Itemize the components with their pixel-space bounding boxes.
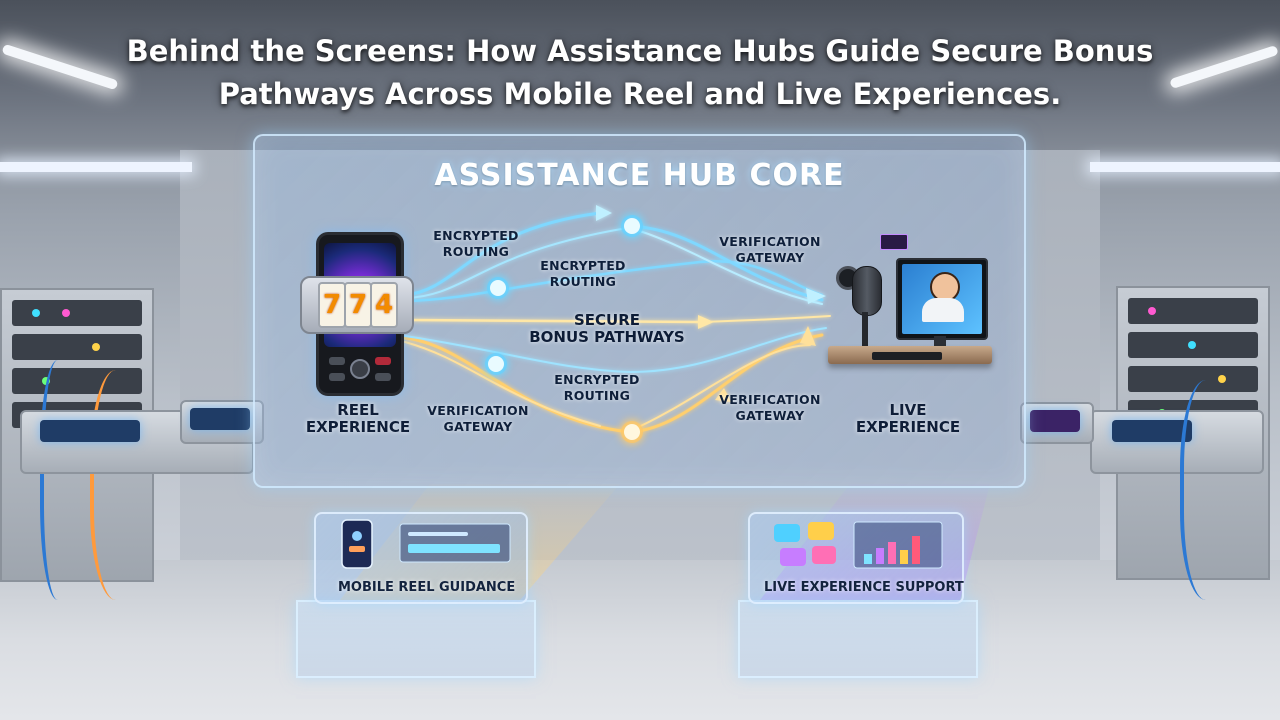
slot-reel-2: 7 bbox=[344, 282, 372, 328]
bar bbox=[888, 542, 896, 564]
mobile-reel-guidance-panel: MOBILE REEL GUIDANCE bbox=[314, 512, 528, 604]
cabinet-light-left bbox=[0, 162, 192, 172]
flow-line bbox=[630, 333, 824, 434]
monitor-stand bbox=[934, 336, 946, 348]
flow-line bbox=[403, 259, 824, 303]
flow-line bbox=[631, 344, 811, 431]
live-host-monitor bbox=[896, 258, 988, 340]
mini-label-mobile-reel-guidance: MOBILE REEL GUIDANCE bbox=[338, 580, 516, 595]
cable bbox=[90, 370, 154, 600]
keyboard bbox=[872, 352, 942, 360]
flow-line bbox=[699, 315, 831, 323]
label-verification-gateway-bottom-left: VERIFICATION GATEWAY bbox=[427, 403, 529, 434]
phone-icon bbox=[341, 519, 373, 569]
cable bbox=[40, 360, 84, 600]
chat-icon bbox=[780, 548, 806, 566]
bar bbox=[876, 548, 884, 564]
console-left-small bbox=[180, 400, 264, 444]
label-verification-gateway-top: VERIFICATION GATEWAY bbox=[719, 234, 821, 265]
cabinet-light-right bbox=[1090, 162, 1280, 172]
title-line-1: Behind the Screens: How Assistance Hubs … bbox=[126, 34, 1154, 68]
label-reel-experience: REEL EXPERIENCE bbox=[305, 401, 411, 436]
hub-title: ASSISTANCE HUB CORE bbox=[434, 158, 845, 193]
label-encrypted-routing-3: ENCRYPTED ROUTING bbox=[554, 372, 640, 403]
flow-arrow bbox=[800, 326, 816, 346]
flow-line bbox=[408, 318, 702, 324]
flow-arrow bbox=[596, 205, 612, 221]
bar bbox=[900, 550, 908, 564]
floor bbox=[0, 560, 1280, 720]
flow-line bbox=[403, 211, 602, 297]
flow-arrow bbox=[698, 315, 714, 329]
console-right-small bbox=[1020, 402, 1094, 444]
node-blue-lower-left bbox=[488, 356, 504, 372]
bar bbox=[864, 554, 872, 564]
node-blue-top bbox=[624, 218, 640, 234]
phone-keypad bbox=[329, 357, 391, 381]
flow-line bbox=[404, 341, 601, 427]
label-secure-bonus-pathways: SECURE BONUS PATHWAYS bbox=[529, 311, 685, 346]
live-experience-support-panel: LIVE EXPERIENCE SUPPORT bbox=[748, 512, 964, 604]
pedestal-left bbox=[296, 600, 536, 678]
flow-line bbox=[404, 225, 641, 299]
label-live-experience: LIVE EXPERIENCE bbox=[855, 401, 961, 436]
flow-line bbox=[629, 227, 823, 305]
label-encrypted-routing-1: ENCRYPTED ROUTING bbox=[433, 228, 519, 259]
mic-arm bbox=[862, 312, 868, 352]
chat-icon bbox=[808, 522, 834, 540]
label-verification-gateway-bottom-right: VERIFICATION GATEWAY bbox=[719, 392, 821, 423]
flow-line bbox=[403, 336, 632, 434]
bar bbox=[912, 536, 920, 564]
slot-reel-1: 7 bbox=[318, 282, 346, 328]
flow-arrow bbox=[806, 288, 826, 304]
node-gold-bottom bbox=[624, 424, 640, 440]
ceiling bbox=[0, 0, 1280, 170]
host-avatar bbox=[930, 272, 960, 302]
cable bbox=[1180, 380, 1244, 600]
flow-arrow bbox=[715, 388, 731, 402]
microphone-icon bbox=[852, 266, 882, 316]
chat-icon bbox=[812, 546, 836, 564]
title-line-2: Pathways Across Mobile Reel and Live Exp… bbox=[218, 77, 1062, 111]
slot-reel-3: 4 bbox=[370, 282, 398, 328]
on-air-sign bbox=[880, 234, 908, 250]
node-blue-upper-left bbox=[490, 280, 506, 296]
flow-line bbox=[404, 327, 827, 374]
pedestal-right bbox=[738, 600, 978, 678]
mini-label-live-experience-support: LIVE EXPERIENCE SUPPORT bbox=[764, 580, 964, 595]
label-encrypted-routing-2: ENCRYPTED ROUTING bbox=[540, 258, 626, 289]
chat-icon bbox=[774, 524, 800, 542]
flow-line bbox=[628, 224, 824, 302]
page-title: Behind the Screens: How Assistance Hubs … bbox=[0, 30, 1280, 116]
